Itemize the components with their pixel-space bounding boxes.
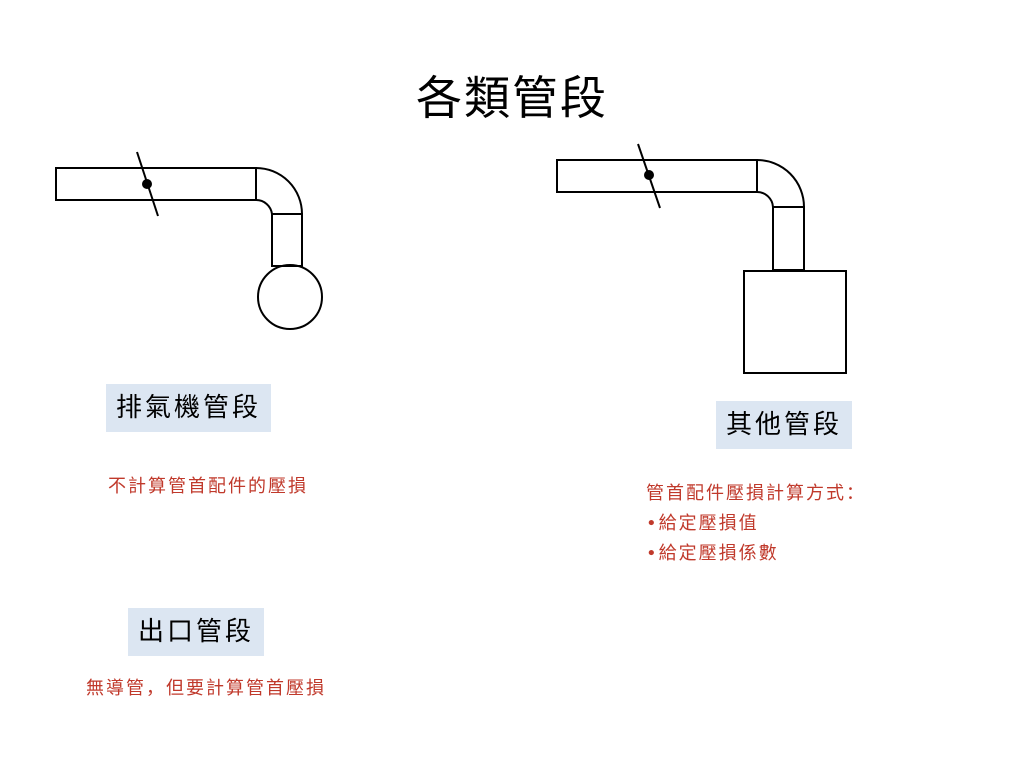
exhaust-duct-straight <box>55 167 257 201</box>
outlet-label: 出口管段 <box>128 608 265 656</box>
page-title: 各類管段 <box>416 71 608 125</box>
exhaust-note: 不計算管首配件的壓損 <box>108 476 308 497</box>
other-duct-drop <box>772 206 805 271</box>
other-equipment-box <box>743 270 847 374</box>
other-duct-straight <box>556 159 758 193</box>
exhaust-node-dot <box>142 179 152 189</box>
exhaust-duct-drawing <box>55 151 323 330</box>
outlet-note: 無導管，但要計算管首壓損 <box>86 678 326 699</box>
other-node-dot <box>644 170 654 180</box>
exhaust-label: 排氣機管段 <box>106 384 272 432</box>
other-note-bullet-1: •給定壓損值 <box>646 513 759 534</box>
other-duct-elbow <box>756 159 806 208</box>
exhaust-fan-symbol <box>257 264 323 330</box>
other-note-bullet-2: •給定壓損係數 <box>646 543 779 564</box>
other-label: 其他管段 <box>716 401 853 449</box>
other-duct-drawing <box>556 143 847 374</box>
other-note-title: 管首配件壓損計算方式： <box>646 483 866 504</box>
other-note: 管首配件壓損計算方式： •給定壓損值 •給定壓損係數 <box>646 479 866 569</box>
exhaust-duct-elbow <box>255 167 304 215</box>
exhaust-duct-drop <box>271 213 303 267</box>
